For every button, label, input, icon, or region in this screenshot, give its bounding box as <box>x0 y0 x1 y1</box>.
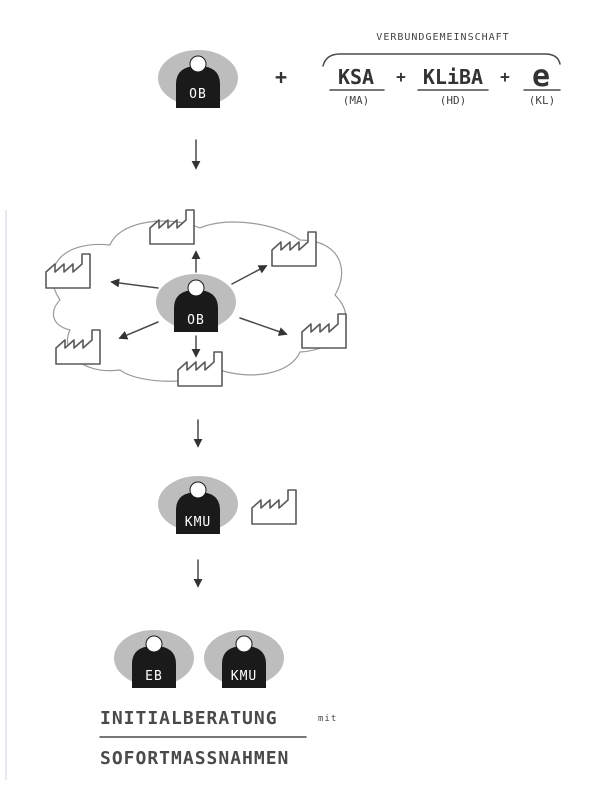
network-cloud <box>51 220 347 382</box>
badge-kmu: KMU <box>158 476 238 534</box>
badge-ob-top: OB <box>158 50 238 108</box>
partner-kliba-sub: (HD) <box>440 94 467 107</box>
factory-right <box>301 313 347 349</box>
badge-kmu-bottom-label: KMU <box>231 669 257 684</box>
grouping-bracket <box>322 53 561 67</box>
caption-line-2: SOFORTMASSNAHMEN <box>100 748 290 769</box>
factory-top <box>149 209 195 245</box>
caption-connector: mit <box>318 714 338 724</box>
factory-top-right <box>271 231 317 267</box>
partner-kliba-name: KLiBA <box>423 65 483 89</box>
badge-kmu-bottom: KMU <box>204 630 284 688</box>
badge-eb-label: EB <box>145 669 163 684</box>
svg-text:+: + <box>396 67 406 86</box>
plus-sign: + <box>275 65 287 89</box>
caption-line-1: INITIALBERATUNG <box>100 708 278 729</box>
factory-kmu <box>251 489 297 525</box>
badge-ob-top-label: OB <box>189 87 207 102</box>
partner-ksa-name: KSA <box>338 65 374 89</box>
partner-e-sub: (KL) <box>529 94 556 107</box>
factory-left <box>45 253 91 289</box>
factory-bottom-left <box>55 329 101 365</box>
badge-ob-center-label: OB <box>187 313 205 328</box>
badge-kmu-label: KMU <box>185 515 211 530</box>
left-edge-divider <box>5 210 7 780</box>
partner-e-name: e <box>532 59 550 94</box>
badge-ob-center: OB <box>156 274 236 332</box>
header-label: VERBUNDGEMEINSCHAFT <box>376 32 509 43</box>
badge-eb: EB <box>114 630 194 688</box>
partner-ksa-sub: (MA) <box>343 94 370 107</box>
svg-text:+: + <box>500 67 510 86</box>
factory-bottom <box>177 351 223 387</box>
